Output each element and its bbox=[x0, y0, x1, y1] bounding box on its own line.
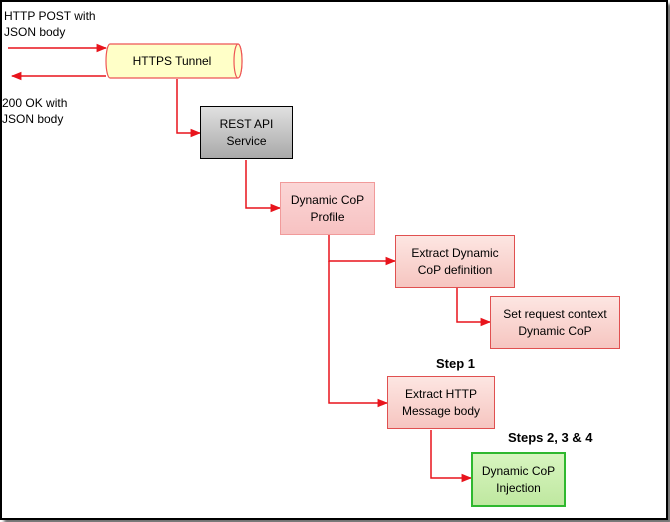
edge-profile-to-extract-http bbox=[328, 261, 389, 408]
https-tunnel-label: HTTPS Tunnel bbox=[132, 54, 212, 68]
edge-tunnel-to-rest bbox=[176, 79, 202, 138]
set-request-context-box: Set request context Dynamic CoP bbox=[490, 296, 620, 349]
edge-extract-http-to-injection bbox=[430, 430, 473, 483]
extract-dynamic-cop-definition-box: Extract Dynamic CoP definition bbox=[395, 235, 515, 288]
dynamic-cop-injection-box: Dynamic CoP Injection bbox=[471, 452, 566, 507]
rest-api-service-box: REST API Service bbox=[200, 106, 293, 159]
response-label: 200 OK with JSON body bbox=[2, 96, 68, 126]
step-1-label: Step 1 bbox=[436, 356, 476, 371]
extract-http-message-body-box: Extract HTTP Message body bbox=[387, 376, 495, 429]
edge-extract-def-to-context bbox=[456, 288, 492, 327]
connector-layer bbox=[8, 43, 492, 483]
https-tunnel-cylinder bbox=[105, 43, 243, 79]
dynamic-cop-profile-box: Dynamic CoP Profile bbox=[280, 182, 375, 235]
edge-profile-to-extract-def bbox=[328, 235, 397, 266]
edge-rest-to-profile bbox=[245, 160, 282, 213]
steps-2-3-4-label: Steps 2, 3 & 4 bbox=[508, 430, 593, 445]
request-label: HTTP POST with JSON body bbox=[4, 9, 96, 39]
